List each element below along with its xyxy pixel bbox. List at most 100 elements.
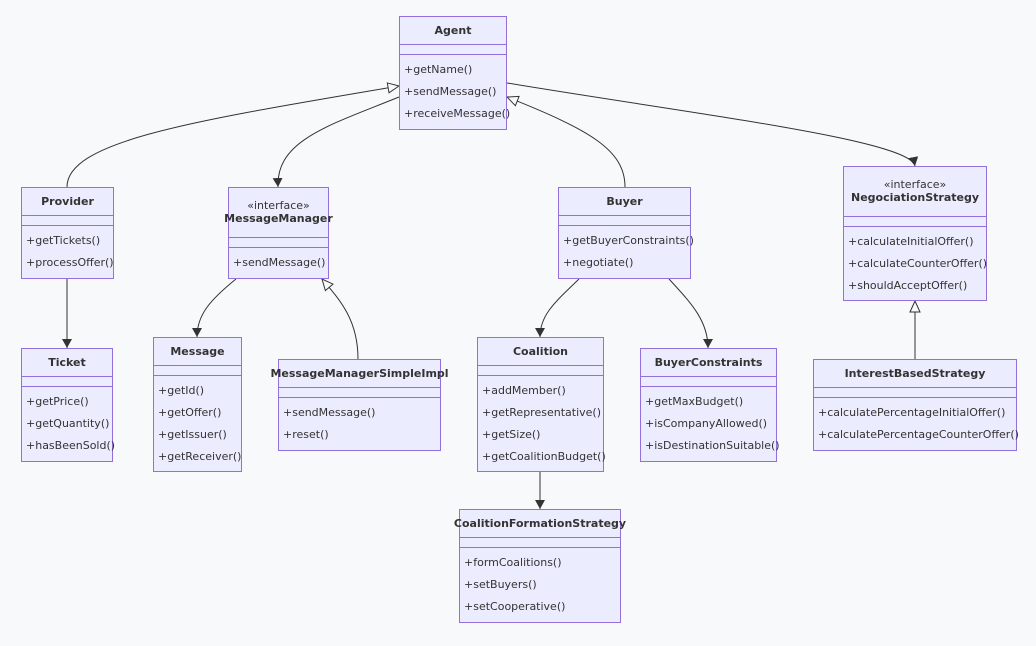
- class-operation: +isDestinationSuitable(): [645, 439, 780, 452]
- class-header: Agent: [400, 17, 506, 45]
- class-name: Ticket: [48, 355, 86, 369]
- class-operations-compartment: +getName() +sendMessage() +receiveMessage(…: [400, 55, 511, 125]
- class-attributes-compartment: [22, 377, 112, 387]
- class-attributes-compartment: [814, 388, 1016, 398]
- class-operation: +getQuantity(): [26, 417, 110, 430]
- class-operation: +getPrice(): [26, 395, 89, 408]
- class-attributes-compartment: [460, 538, 620, 548]
- class-attributes-compartment: [844, 217, 986, 227]
- class-operation: +getIssuer(): [158, 428, 227, 441]
- class-operations-compartment: +getPrice() +getQuantity() +hasBeenSold(): [22, 387, 116, 457]
- class-operation: +receiveMessage(): [404, 107, 511, 120]
- class-operation: +negotiate(): [563, 256, 634, 269]
- class-attributes-compartment: [478, 366, 603, 376]
- class-operation: +getTickets(): [26, 234, 101, 247]
- class-operation: +calculatePercentageCounterOffer(): [818, 428, 1019, 441]
- class-stereotype: «interface»: [883, 178, 947, 191]
- class-operation: +hasBeenSold(): [26, 439, 116, 452]
- class-header: Buyer: [559, 188, 690, 216]
- class-operation: +getBuyerConstraints(): [563, 234, 694, 247]
- class-operations-compartment: +getTickets() +processOffer(): [22, 226, 114, 274]
- class-operation: +getMaxBudget(): [645, 395, 744, 408]
- class-attributes-compartment: [559, 216, 690, 226]
- class-operation: +sendMessage(): [283, 406, 376, 419]
- class-operation: +setBuyers(): [464, 578, 537, 591]
- class-operation: +getName(): [404, 63, 473, 76]
- class-box-negociationstrategy[interactable]: «interface»NegociationStrategy +calculate…: [843, 166, 987, 301]
- class-name: InterestBasedStrategy: [844, 366, 986, 380]
- class-attributes-compartment: [22, 216, 113, 226]
- class-operations-compartment: +addMember() +getRepresentative() +getSize…: [478, 376, 606, 468]
- class-operation: +getRepresentative(): [482, 406, 601, 419]
- class-operations-compartment: +calculateInitialOffer() +calculateCounte…: [844, 227, 988, 297]
- class-operation: +sendMessage(): [233, 256, 326, 269]
- class-box-buyer[interactable]: Buyer +getBuyerConstraints() +negotiate(): [558, 187, 694, 279]
- relation-inheritance-messagemanagersimpleimpl-to-messagemanager: [321, 278, 359, 360]
- class-attributes-compartment: [229, 238, 328, 248]
- class-operation: +sendMessage(): [404, 85, 497, 98]
- class-operations-compartment: +formCoalitions() +setBuyers() +setCoopera…: [460, 548, 620, 618]
- class-header: Ticket: [22, 349, 112, 377]
- class-attributes-compartment: [641, 377, 776, 387]
- class-box-messagemanagersimpleimpl[interactable]: MessageManagerSimpleImpl +sendMessage() +r…: [270, 359, 449, 451]
- class-attributes-compartment: [154, 366, 241, 376]
- class-operation: +getId(): [158, 384, 205, 397]
- class-name: Provider: [41, 194, 94, 208]
- class-operation: +calculateCounterOffer(): [848, 257, 988, 270]
- relation-inheritance-provider-to-agent: [66, 82, 401, 188]
- class-name: Message: [170, 344, 225, 358]
- class-box-agent[interactable]: Agent +getName() +sendMessage() +receiveMes…: [399, 16, 511, 130]
- class-header: Coalition: [478, 338, 603, 366]
- class-box-message[interactable]: Message+getId()+getOffer()+getIssuer()+g…: [153, 337, 242, 472]
- class-operation: +setCooperative(): [464, 600, 566, 613]
- class-operation: +shouldAcceptOffer(): [848, 279, 968, 292]
- class-box-buyerconstraints[interactable]: BuyerConstraints +getMaxBudget() +isCompan…: [640, 348, 780, 462]
- class-name: MessageManager: [224, 212, 333, 225]
- class-operations-compartment: +calculatePercentageInitialOffer()+calcu…: [814, 398, 1019, 446]
- class-header: MessageManagerSimpleImpl: [270, 360, 449, 388]
- class-operations-compartment: +getBuyerConstraints() +negotiate(): [559, 226, 694, 274]
- class-operation: +formCoalitions(): [464, 556, 562, 569]
- class-header: CoalitionFormationStrategy: [454, 510, 626, 538]
- class-name: CoalitionFormationStrategy: [453, 516, 627, 530]
- class-name: Coalition: [512, 344, 568, 358]
- class-box-ticket[interactable]: Ticket +getPrice() +getQuantity() +hasBeenS…: [21, 348, 116, 462]
- class-operation: +isCompanyAllowed(): [645, 417, 768, 430]
- class-operation: +getSize(): [482, 428, 541, 441]
- class-name: Agent: [434, 23, 472, 37]
- class-operations-compartment: +sendMessage() +reset(): [279, 398, 440, 446]
- class-header: Provider: [22, 188, 113, 216]
- class-header: «interface»NegociationStrategy: [844, 167, 986, 217]
- class-box-messagemanager[interactable]: «interface»MessageManager +sendMessage(): [224, 187, 333, 279]
- class-operation: +addMember(): [482, 384, 566, 397]
- class-name: NegociationStrategy: [850, 191, 980, 204]
- relation-association-agent-to-negociationstrategy: [506, 82, 919, 167]
- class-operation: +calculateInitialOffer(): [848, 235, 974, 248]
- class-name: MessageManagerSimpleImpl: [270, 366, 449, 380]
- class-box-provider[interactable]: Provider +getTickets() +processOffer(): [21, 187, 114, 279]
- class-operation: +reset(): [283, 428, 329, 441]
- class-box-coalition[interactable]: Coalition +addMember() +getRepresentative(…: [477, 337, 606, 472]
- class-operation: +getCoalitionBudget(): [482, 450, 606, 463]
- class-attributes-compartment: [279, 388, 440, 398]
- class-operations-compartment: +getId()+getOffer()+getIssuer()+getRecei…: [154, 376, 241, 468]
- relation-association-buyer-to-buyerconstraints: [668, 278, 713, 349]
- class-operation: +getOffer(): [158, 406, 222, 419]
- class-stereotype: «interface»: [247, 199, 310, 212]
- class-header: «interface»MessageManager: [224, 188, 333, 238]
- class-header: Message: [154, 338, 241, 366]
- relation-association-agent-to-messagemanager: [272, 96, 400, 188]
- class-name: BuyerConstraints: [654, 355, 763, 369]
- class-header: InterestBasedStrategy: [814, 360, 1016, 388]
- class-attributes-compartment: [400, 45, 506, 55]
- class-operation: +processOffer(): [26, 256, 114, 269]
- class-name: Buyer: [606, 194, 643, 208]
- relation-association-buyer-to-coalition: [535, 278, 580, 338]
- relation-inheritance-buyer-to-agent: [505, 95, 626, 188]
- relation-association-messagemanager-to-message: [192, 278, 237, 338]
- class-box-coalitionformationstrategy[interactable]: CoalitionFormationStrategy +formCoalition…: [454, 509, 626, 623]
- class-operations-compartment: +getMaxBudget() +isCompanyAllowed() +isDes…: [641, 387, 780, 457]
- class-box-interestbasedstrategy[interactable]: InterestBasedStrategy +calculatePercentag…: [813, 359, 1019, 451]
